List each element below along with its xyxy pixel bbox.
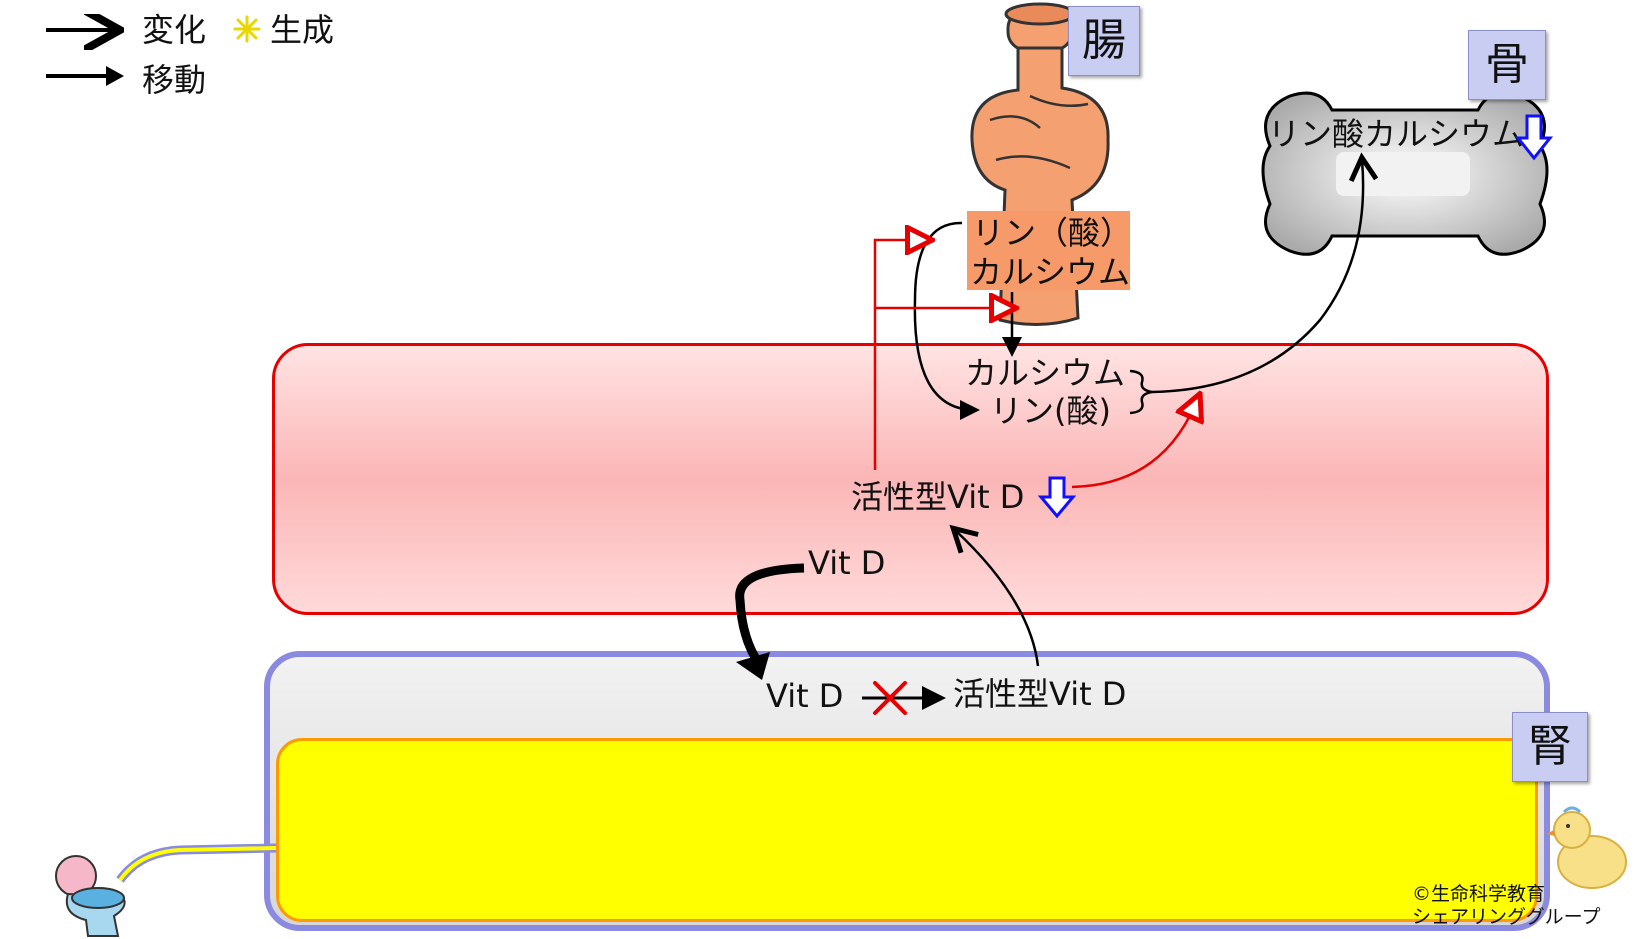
blood-phosphate-label: リン(酸) <box>990 392 1111 430</box>
legend-transport-label: 移動 <box>142 61 207 99</box>
sparkle-icon <box>233 15 261 43</box>
kidney-active-vitd-label: 活性型Vit D <box>953 675 1127 713</box>
bone-calcium-phosphate-label: リン酸カルシウム <box>1268 115 1525 153</box>
legend-change-label: 変化 <box>142 11 207 49</box>
down-arrow-icon <box>1514 114 1554 161</box>
blood-active-vitd-label: 活性型Vit D <box>851 478 1025 516</box>
kidney-tag: 腎 <box>1512 712 1588 782</box>
toilet-icon <box>55 855 126 937</box>
cross-icon <box>873 681 907 715</box>
blood-calcium-label: カルシウム <box>965 354 1126 392</box>
blood-vessel <box>272 343 1549 615</box>
legend-arrows <box>46 14 124 86</box>
down-arrow-icon <box>1037 476 1077 519</box>
intestine-tag: 腸 <box>1068 6 1140 76</box>
deposit-to-bone-arrow <box>1151 160 1363 394</box>
stimulate-deposit-arrow <box>1071 405 1195 489</box>
active-vitd-release-arrow <box>955 530 1040 667</box>
copyright-line1: ©生命科学教育 <box>1412 883 1546 905</box>
intestine-calcium-label: カルシウム <box>970 253 1131 291</box>
blood-vitd-label: Vit D <box>808 544 886 582</box>
chick-icon <box>1546 806 1627 889</box>
stimulate-phosphate-arrow <box>873 240 920 470</box>
copyright-line2: シェアリンググループ <box>1412 905 1601 928</box>
bone-tag: 骨 <box>1468 30 1546 100</box>
kidney-vitd-label: Vit D <box>766 677 844 715</box>
copyright: ©生命科学教育 シェアリンググループ <box>1412 883 1600 929</box>
intestine-phosphate-label: リン（酸） <box>972 214 1133 252</box>
legend-production-label: 生成 <box>270 11 335 49</box>
urine-channel <box>276 738 1538 922</box>
vitd-to-kidney-arrow <box>735 563 805 668</box>
brace <box>1129 369 1153 415</box>
phosphate-absorption-arrow <box>913 221 980 420</box>
intestine-nutrient-box <box>967 211 1130 290</box>
